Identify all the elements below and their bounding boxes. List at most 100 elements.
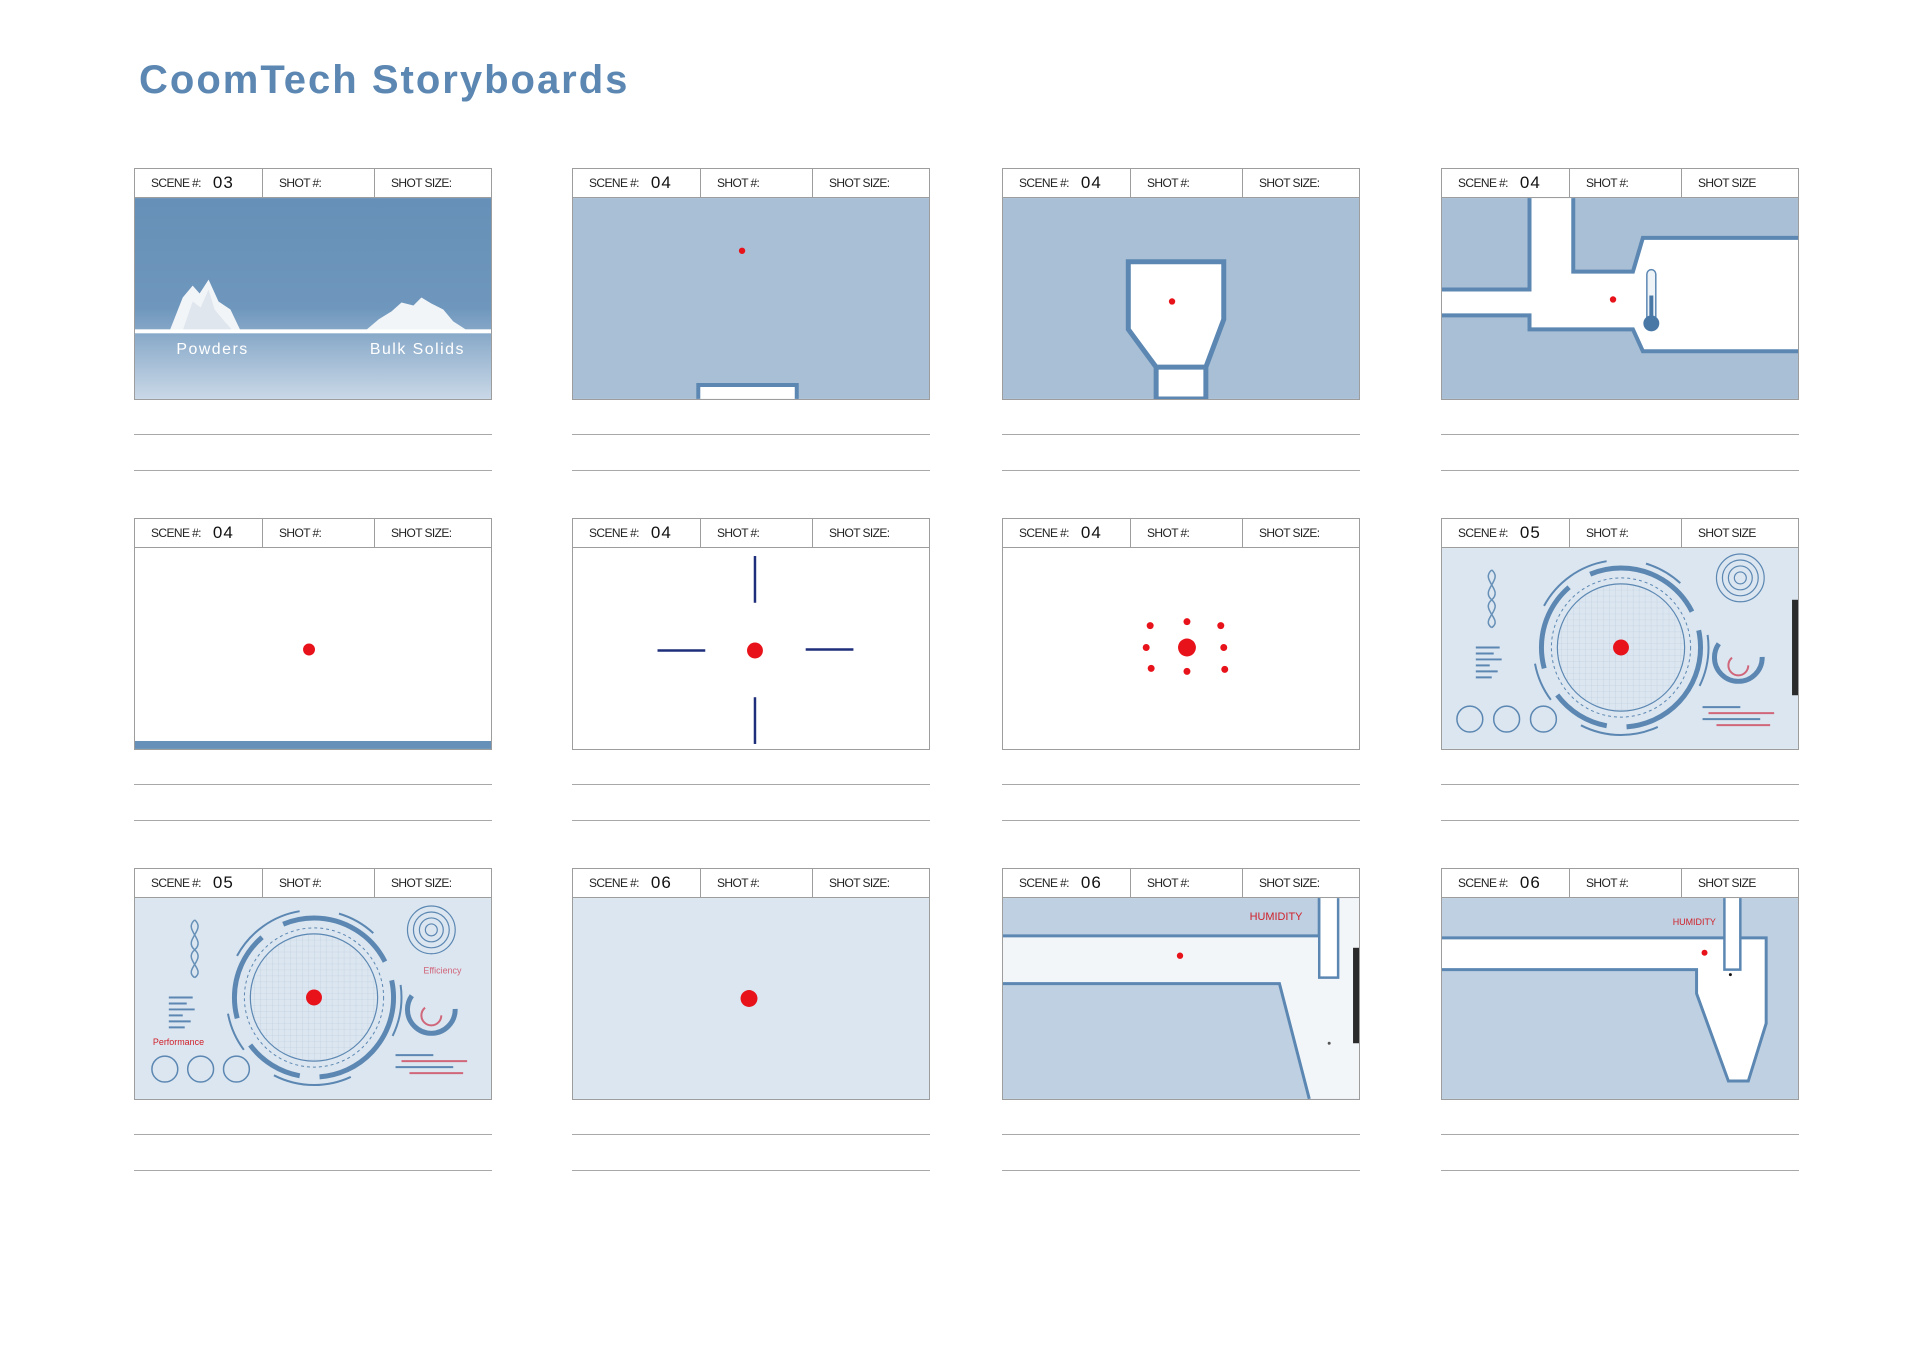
scene-label: SCENE #:: [1019, 876, 1069, 890]
shot-size-field: SHOT SIZE:: [375, 869, 491, 897]
shot-size-field: SHOT SIZE: [1682, 519, 1798, 547]
particle-dot: [747, 642, 763, 659]
panel-frame: [1441, 548, 1799, 750]
scene-field: SCENE #:04: [573, 169, 701, 197]
radar-icon: [406, 905, 456, 955]
shot-size-label: SHOT SIZE: [1698, 876, 1756, 890]
scene-number: 04: [1080, 173, 1102, 192]
notes-line: [1441, 434, 1799, 435]
panel-header: SCENE #:04 SHOT #: SHOT SIZE:: [572, 168, 930, 198]
notes-line: [572, 470, 930, 471]
shot-label: SHOT #:: [1147, 526, 1190, 540]
notes-line: [134, 434, 492, 435]
shot-label: SHOT #:: [717, 176, 760, 190]
hopper-opening: [696, 383, 799, 399]
humidity-label: HUMIDITY: [1250, 911, 1304, 923]
particle-cluster: [1142, 618, 1229, 675]
shot-field: SHOT #:: [1131, 869, 1243, 897]
shot-label: SHOT #:: [1586, 876, 1629, 890]
scene-number: 04: [1080, 523, 1102, 542]
scene-illustration: [1442, 198, 1798, 399]
notes-line: [1441, 470, 1799, 471]
scene-field: SCENE #:06: [573, 869, 701, 897]
scene-label: SCENE #:: [1019, 526, 1069, 540]
panel-frame: Performance Efficiency: [134, 898, 492, 1100]
panel-header: SCENE #:04 SHOT #: SHOT SIZE:: [1002, 518, 1360, 548]
scene-number: 04: [650, 173, 672, 192]
bulk-solids-label: Bulk Solids: [370, 341, 465, 358]
scene-field: SCENE #:06: [1003, 869, 1131, 897]
panel-header: SCENE #: 04 SHOT #: SHOT SIZE:: [134, 518, 492, 548]
notes-line: [134, 1134, 492, 1135]
storyboard-panel: SCENE #:06 SHOT #: SHOT SIZE: HUMIDITY: [1002, 868, 1360, 1171]
scene-illustration: [135, 548, 491, 749]
shot-field: SHOT #:: [263, 869, 375, 897]
particle-dot: [1609, 296, 1617, 303]
panel-frame: [572, 548, 930, 750]
notes-line: [572, 434, 930, 435]
notes-line: [1002, 1134, 1360, 1135]
shot-size-field: SHOT SIZE:: [813, 519, 929, 547]
radar-icon: [1715, 553, 1765, 603]
scene-label: SCENE #:: [1458, 176, 1508, 190]
gauge-icon: [151, 1055, 251, 1083]
shot-size-label: SHOT SIZE:: [1259, 876, 1320, 890]
shot-size-label: SHOT SIZE: [1698, 176, 1756, 190]
notes-line: [1441, 784, 1799, 785]
panel-header: SCENE #:05 SHOT #: SHOT SIZE:: [134, 868, 492, 898]
bulk-solids-pile: [365, 297, 468, 331]
particle-dot: [1613, 639, 1629, 656]
shot-size-field: SHOT SIZE:: [813, 869, 929, 897]
scene-illustration: [573, 548, 929, 749]
notes-line: [572, 1134, 930, 1135]
particle-dot: [740, 990, 758, 1007]
storyboard-panel: SCENE #:05 SHOT #: SHOT SIZE:: [134, 868, 492, 1171]
scene-field: SCENE #:04: [573, 519, 701, 547]
text-lines: [1475, 646, 1502, 679]
shot-size-label: SHOT SIZE: [1698, 526, 1756, 540]
performance-label: Performance: [153, 1037, 204, 1047]
storyboard-panel: SCENE #:04 SHOT #: SHOT SIZE:: [572, 518, 930, 821]
storyboard-panel: SCENE #:03 SHOT #: SHOT SIZE: Powders Bu…: [134, 168, 492, 471]
shot-field: SHOT #:: [1131, 519, 1243, 547]
scene-illustration: [573, 198, 929, 399]
panel-frame: [572, 198, 930, 400]
shot-field: SHOT #:: [701, 519, 813, 547]
page-title: CoomTech Storyboards: [139, 58, 630, 102]
scene-label: SCENE #:: [151, 526, 201, 540]
shot-size-field: SHOT SIZE:: [1243, 869, 1359, 897]
scene-label: SCENE #:: [589, 526, 639, 540]
sensor-probe: [1723, 898, 1742, 971]
shot-field: SHOT #:: [1131, 169, 1243, 197]
shot-size-label: SHOT SIZE:: [391, 876, 452, 890]
scene-illustration: [1003, 548, 1359, 749]
scene-field: SCENE #:04: [1442, 169, 1570, 197]
scene-label: SCENE #:: [1019, 176, 1069, 190]
panel-frame: [1002, 198, 1360, 400]
shot-label: SHOT #:: [1147, 176, 1190, 190]
scene-number: 05: [212, 873, 234, 892]
bar-lines: [395, 1054, 468, 1075]
scene-field: SCENE #: 04: [135, 519, 263, 547]
scene-label: SCENE #:: [589, 876, 639, 890]
shot-size-field: SHOT SIZE:: [813, 169, 929, 197]
dna-icon: [190, 919, 199, 979]
notes-line: [134, 784, 492, 785]
scene-field: SCENE #: 04: [1003, 169, 1131, 197]
notes-line: [1002, 1170, 1360, 1171]
shot-size-label: SHOT SIZE:: [829, 526, 890, 540]
shot-field: SHOT #:: [263, 519, 375, 547]
shot-label: SHOT #:: [279, 526, 322, 540]
floor-bar: [135, 740, 491, 749]
panel-frame: [134, 548, 492, 750]
panel-header: SCENE #:04 SHOT #: SHOT SIZE: [1441, 168, 1799, 198]
scene-number: 04: [212, 523, 234, 542]
shot-field: SHOT #:: [1570, 169, 1682, 197]
scene-field: SCENE #:05: [135, 869, 263, 897]
storyboard-panel: SCENE #:04 SHOT #: SHOT SIZE: [1441, 168, 1799, 471]
bar-lines: [1702, 706, 1775, 727]
storyboard-panel: SCENE #:06 SHOT #: SHOT SIZE:: [572, 868, 930, 1171]
shot-size-label: SHOT SIZE:: [391, 526, 452, 540]
notes-line: [572, 820, 930, 821]
notes-line: [1441, 1134, 1799, 1135]
